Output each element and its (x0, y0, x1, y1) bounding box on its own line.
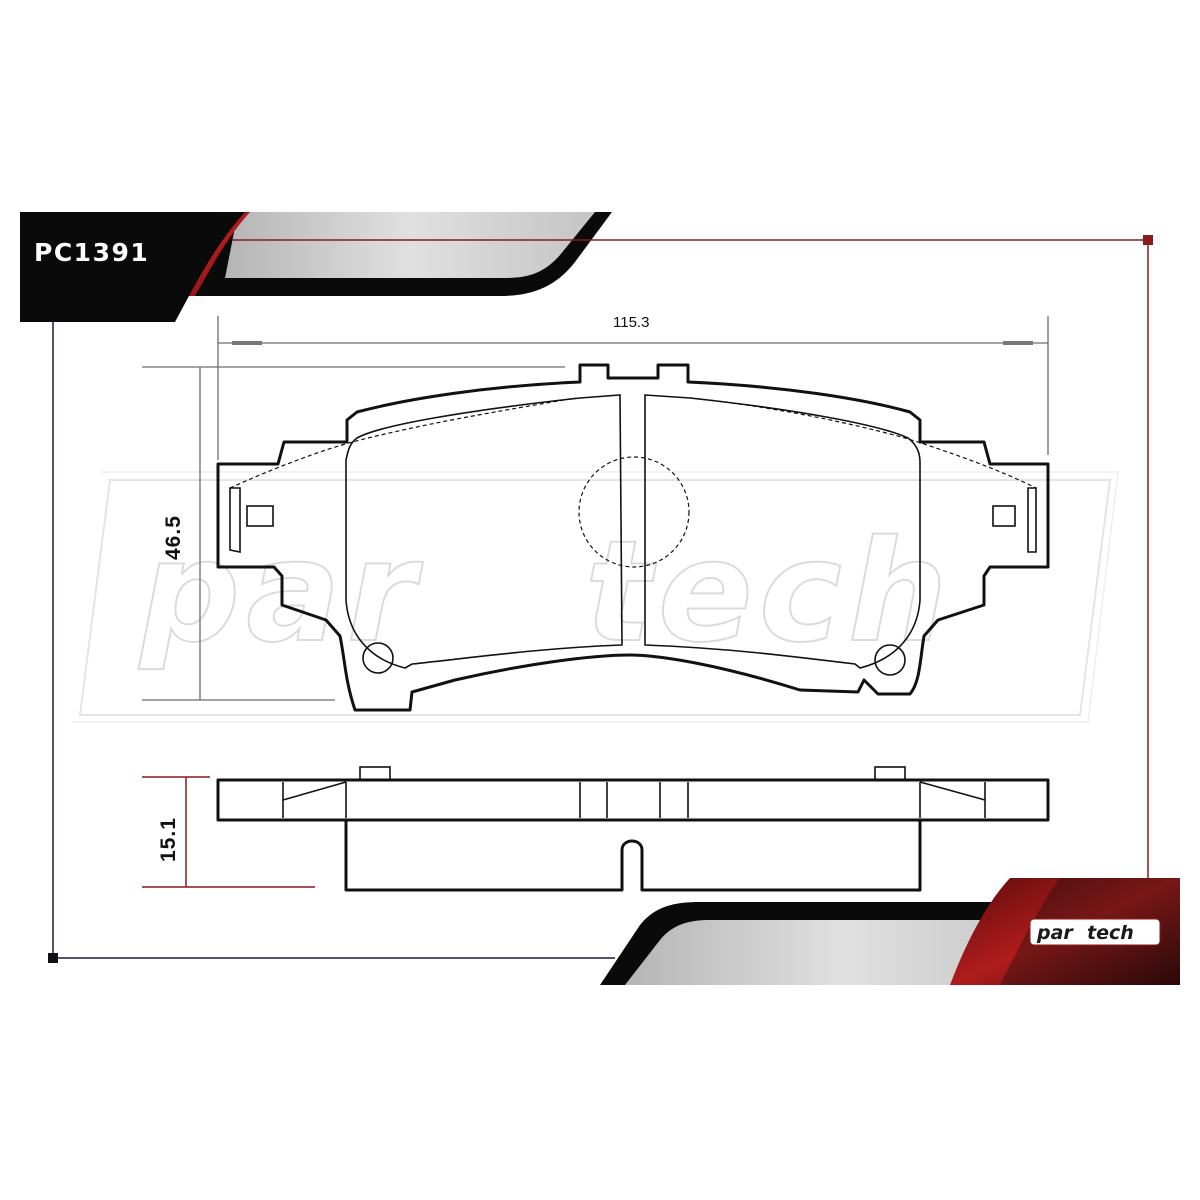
friction-material-outline (345, 394, 623, 669)
footer-banner: par tech (600, 878, 1180, 985)
side-chamfer-right-diag (919, 781, 986, 801)
header-banner: PC1391 (20, 212, 612, 322)
left-clip-slot (246, 505, 274, 527)
frame-line (48, 235, 1153, 963)
height-value: 46.5 (162, 515, 185, 560)
frame-bottom-marker (48, 953, 58, 963)
left-ear (229, 487, 241, 553)
side-chamfer-left-diag (282, 781, 347, 801)
length-arrow-right (1003, 341, 1033, 345)
right-clip-slot (992, 505, 1016, 527)
side-left-tab (359, 766, 391, 781)
watermark-frame (78, 479, 1112, 716)
side-friction-block (344, 820, 922, 892)
length-dimension: 115.3 (217, 314, 1049, 460)
watermark-text-left: par (138, 511, 424, 674)
footer-gray-band (625, 920, 1060, 985)
frame-corner-marker (1143, 235, 1153, 245)
height-dimension: 46.5 (142, 366, 565, 701)
brake-pad-side-view (216, 766, 1050, 892)
side-right-tab (874, 766, 906, 781)
length-arrow-left (232, 341, 262, 345)
side-backing-plate (216, 778, 1050, 822)
brake-pad-top-view (216, 363, 1050, 712)
thickness-dimension: 15.1 (142, 776, 315, 888)
length-value: 115.3 (613, 314, 649, 331)
sensor-position-circle (578, 456, 690, 568)
wear-profile-left (229, 397, 576, 489)
left-mounting-hole (362, 642, 394, 674)
part-code-box (20, 212, 245, 322)
watermark-text-right: tech (585, 511, 954, 674)
wear-profile-right (689, 397, 1037, 489)
part-code: PC1391 (34, 238, 149, 267)
backing-plate-outline (216, 363, 1050, 712)
friction-material-outline-right (644, 394, 921, 669)
thickness-value: 15.1 (157, 817, 180, 862)
logo-badge (1029, 918, 1161, 946)
logo-text-right: tech (1087, 922, 1134, 944)
right-ear (1027, 487, 1037, 553)
watermark: par tech (72, 471, 1119, 723)
logo-text-left: par (1036, 922, 1074, 944)
right-mounting-hole (874, 644, 906, 676)
banner-gray-band (225, 212, 595, 278)
